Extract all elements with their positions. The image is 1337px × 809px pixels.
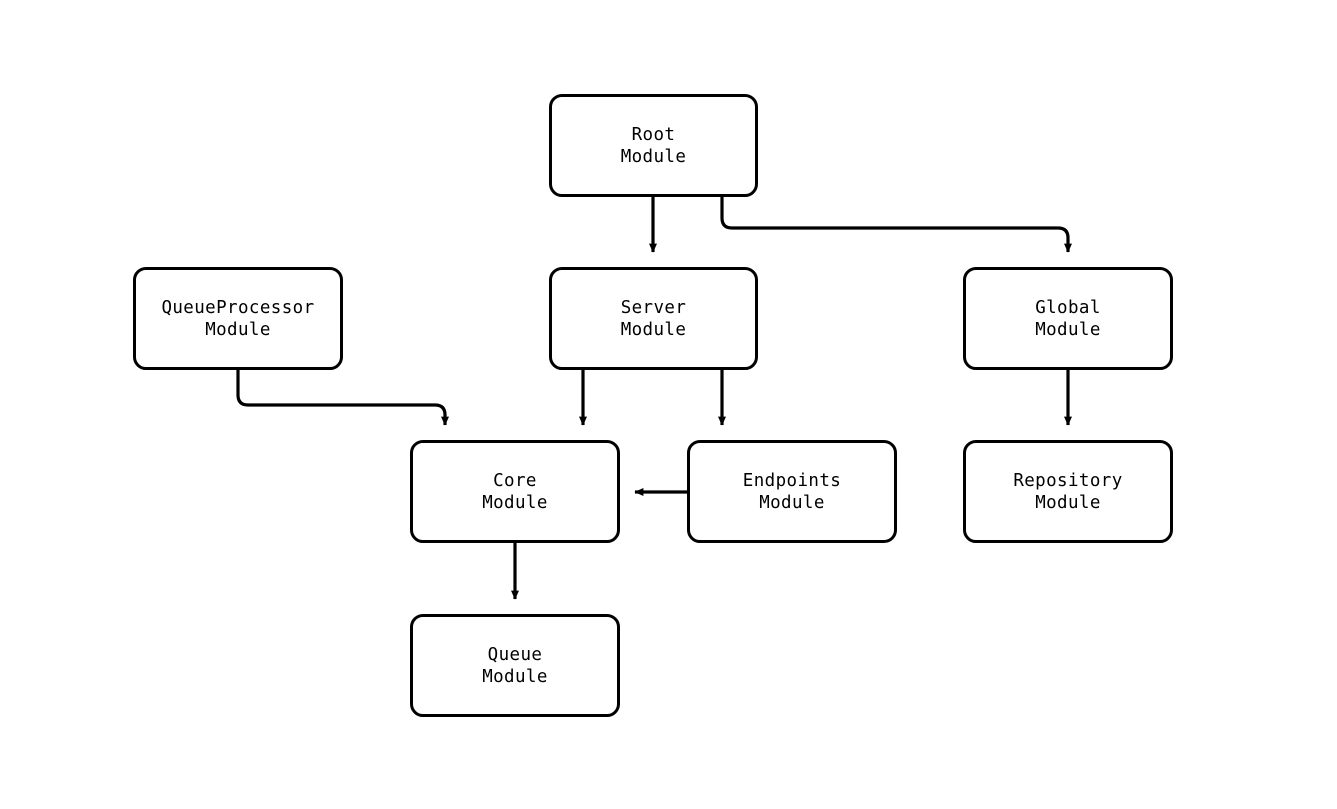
node-repository-module[interactable]: Repository Module <box>963 440 1173 543</box>
node-endpoints-module-label-line1: Endpoints <box>742 470 842 491</box>
node-endpoints-module-label-line2: Module <box>759 492 825 513</box>
node-global-module-label-line2: Module <box>1035 319 1101 340</box>
node-queueprocessor-module[interactable]: QueueProcessor Module <box>133 267 343 370</box>
node-repository-module-label-line2: Module <box>1035 492 1101 513</box>
node-repository-module-label-line1: Repository <box>1013 470 1123 491</box>
node-core-module-label-line1: Core <box>493 470 537 491</box>
node-core-module-label-line2: Module <box>482 492 548 513</box>
edge-queueprocessor-to-core <box>236 370 449 426</box>
node-queue-module[interactable]: Queue Module <box>410 614 620 717</box>
node-global-module-label-line1: Global <box>1035 297 1101 318</box>
edge-root-to-global <box>720 197 1072 253</box>
node-queueprocessor-module-label-line1: QueueProcessor <box>161 297 315 318</box>
node-server-module-label-line2: Module <box>620 319 687 340</box>
node-root-module-label-line1: Root <box>631 124 676 145</box>
node-queueprocessor-module-label-line2: Module <box>205 319 271 340</box>
node-queue-module-label-line2: Module <box>482 666 548 687</box>
node-global-module[interactable]: Global Module <box>963 267 1173 370</box>
node-server-module[interactable]: Server Module <box>549 267 758 370</box>
node-core-module[interactable]: Core Module <box>410 440 620 543</box>
node-root-module-label-line2: Module <box>620 146 687 167</box>
node-queue-module-label-line1: Queue <box>487 644 543 665</box>
node-root-module[interactable]: Root Module <box>549 94 758 197</box>
node-server-module-label-line1: Server <box>620 297 687 318</box>
node-endpoints-module[interactable]: Endpoints Module <box>687 440 897 543</box>
